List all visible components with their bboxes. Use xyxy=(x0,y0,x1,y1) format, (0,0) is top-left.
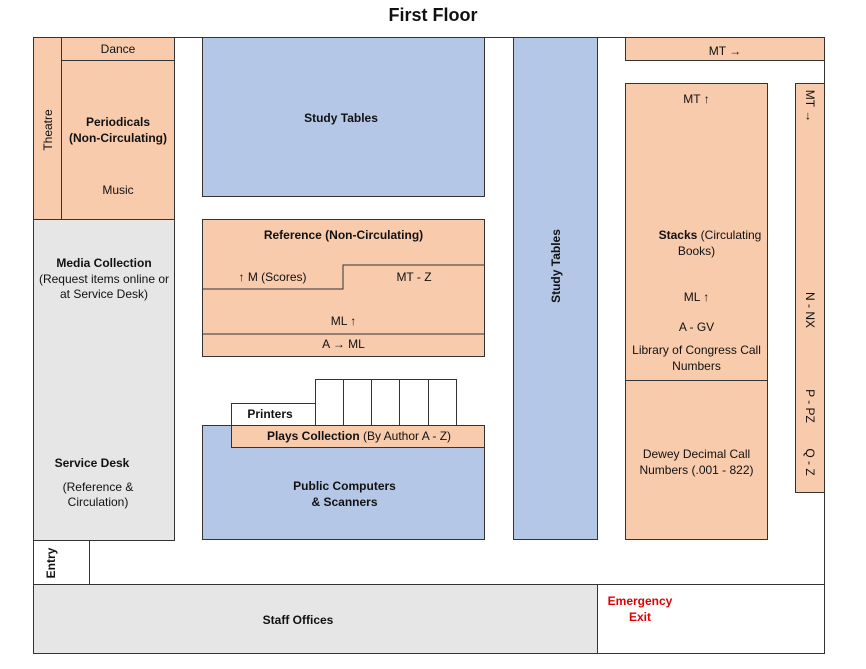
mt-top-shelf: MT → xyxy=(625,37,825,61)
computer-stall xyxy=(371,379,400,426)
periodicals-area: Periodicals (Non-Circulating) Music xyxy=(61,60,175,220)
theatre-area: Theatre xyxy=(33,37,62,220)
loc-label: Library of Congress Call xyxy=(632,343,761,357)
staff-offices-area: Staff Offices xyxy=(33,584,598,654)
media-collection-note-2: at Service Desk) xyxy=(59,287,149,301)
floor-title: First Floor xyxy=(388,5,478,25)
stacks-area: MT ↑ Stacks (Circulating Books) ML ↑ A -… xyxy=(625,83,768,381)
emergency-exit-sublabel: Exit xyxy=(628,610,651,624)
study-tables-top: Study Tables xyxy=(202,37,485,197)
mt-up-label: MT ↑ xyxy=(683,92,710,106)
periodicals-sublabel: (Non-Circulating) xyxy=(69,131,167,145)
study-tables-vertical-label: Study Tables xyxy=(549,229,563,303)
media-service-area: Media Collection (Request items online o… xyxy=(33,219,175,541)
mt-z-label: MT - Z xyxy=(396,270,432,284)
strip-p-pz-label: P - PZ xyxy=(803,389,817,423)
loc-sublabel: Numbers xyxy=(672,359,721,373)
study-tables-vertical: Study Tables xyxy=(513,37,598,540)
media-collection-label: Media Collection xyxy=(56,256,152,270)
m-scores-label: ↑ M (Scores) xyxy=(238,270,307,284)
staff-offices-label: Staff Offices xyxy=(262,613,334,627)
stacks-sublabel: Books) xyxy=(677,244,716,258)
service-desk-note-1: (Reference & xyxy=(62,480,134,494)
reference-label: Reference (Non-Circulating) xyxy=(263,228,424,242)
ml-up-right-label: ML ↑ xyxy=(683,290,710,304)
periodicals-label: Periodicals xyxy=(85,115,151,129)
public-computers-label: Public Computers xyxy=(293,479,396,493)
computer-stall xyxy=(315,379,344,426)
ml-up-label: ML ↑ xyxy=(330,314,357,328)
media-collection-note-1: (Request items online or xyxy=(38,272,170,286)
plays-collection-title: Plays Collection xyxy=(266,429,360,443)
study-tables-top-label: Study Tables xyxy=(304,111,378,125)
strip-mt-label: MT → xyxy=(803,89,817,123)
computer-stall xyxy=(428,379,457,426)
printers-area: Printers xyxy=(231,403,316,426)
plays-collection-label: Plays Collection (By Author A - Z) xyxy=(232,429,486,444)
stacks-label: Stacks (Circulating xyxy=(626,228,794,243)
service-desk-label: Service Desk xyxy=(54,456,130,470)
strip-n-nx-label: N - NX xyxy=(803,292,817,328)
dewey-label: Dewey Decimal Call xyxy=(642,447,751,461)
public-computers-sublabel: & Scanners xyxy=(311,495,378,509)
emergency-exit-label: Emergency xyxy=(607,594,673,608)
plays-collection-note: (By Author A - Z) xyxy=(359,429,452,443)
dance-label: Dance xyxy=(100,42,136,56)
theatre-label: Theatre xyxy=(41,109,55,151)
strip-q-z-label: Q - Z xyxy=(803,448,817,476)
dewey-sublabel: Numbers (.001 - 822) xyxy=(639,463,754,477)
computer-stall xyxy=(399,379,429,426)
plays-collection-area: Plays Collection (By Author A - Z) xyxy=(231,425,485,448)
mt-top-shelf-label: MT → xyxy=(708,44,742,58)
a-gv-label: A - GV xyxy=(678,320,715,334)
printers-label: Printers xyxy=(247,407,293,421)
entry-label: Entry xyxy=(44,547,58,579)
computer-stall xyxy=(343,379,372,426)
dance-area: Dance xyxy=(61,37,175,61)
music-label: Music xyxy=(102,183,134,197)
stacks-title: Stacks xyxy=(658,228,698,242)
emergency-exit-area: Emergency Exit xyxy=(597,584,825,654)
dewey-area: Dewey Decimal Call Numbers (.001 - 822) xyxy=(625,380,768,540)
stacks-note: (Circulating xyxy=(697,228,762,242)
entry-area: Entry xyxy=(33,540,90,585)
service-desk-note-2: Circulation) xyxy=(67,495,129,509)
a-to-ml-label: A → ML xyxy=(322,337,365,351)
right-shelf-strip: MT → N - NX P - PZ Q - Z xyxy=(795,83,825,493)
